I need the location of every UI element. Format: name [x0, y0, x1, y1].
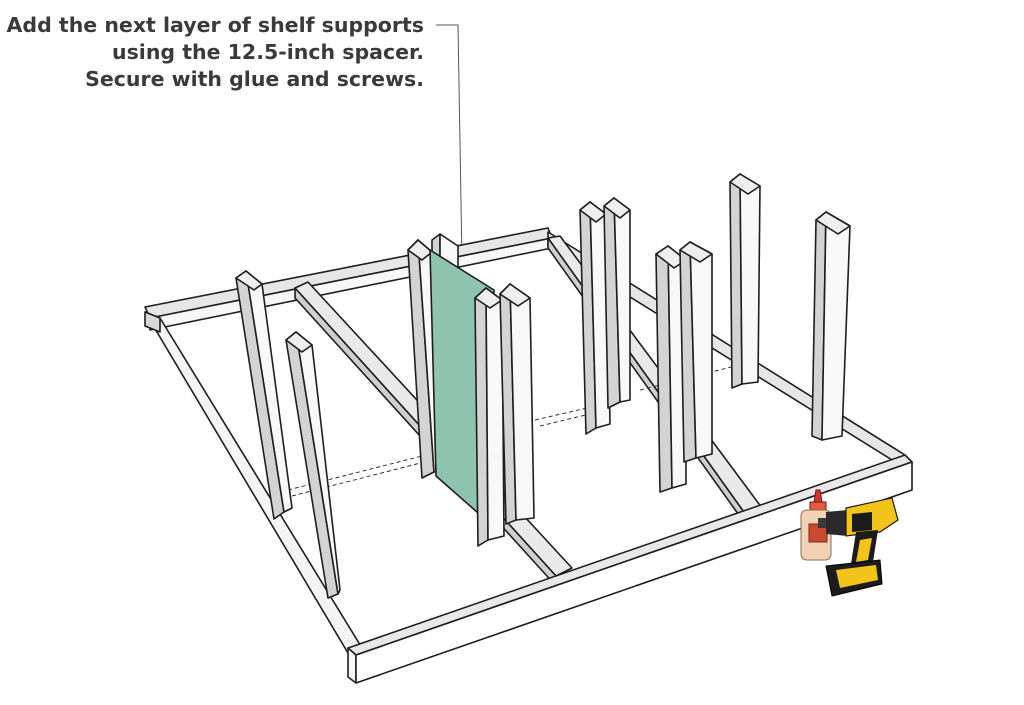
- instruction-callout: Add the next layer of shelf supports usi…: [0, 12, 424, 93]
- callout-leader-line: [436, 24, 463, 263]
- shelf-support-11: [729, 173, 761, 389]
- callout-line-2: using the 12.5-inch spacer.: [112, 40, 424, 64]
- shelf-support-12: [811, 211, 851, 441]
- shelf-support-2: [285, 331, 341, 599]
- shelf-support-5: [474, 287, 505, 547]
- cordless-drill-icon: [818, 497, 899, 597]
- shelf-supports: [235, 173, 851, 599]
- frame-middle-rail-2: [547, 235, 763, 516]
- callout-line-3: Secure with glue and screws.: [85, 67, 424, 91]
- callout-line-1: Add the next layer of shelf supports: [6, 13, 424, 37]
- shelf-support-1: [235, 270, 293, 520]
- shelf-support-8: [603, 197, 631, 409]
- shelf-support-10: [679, 241, 713, 463]
- shelf-support-6: [499, 283, 535, 525]
